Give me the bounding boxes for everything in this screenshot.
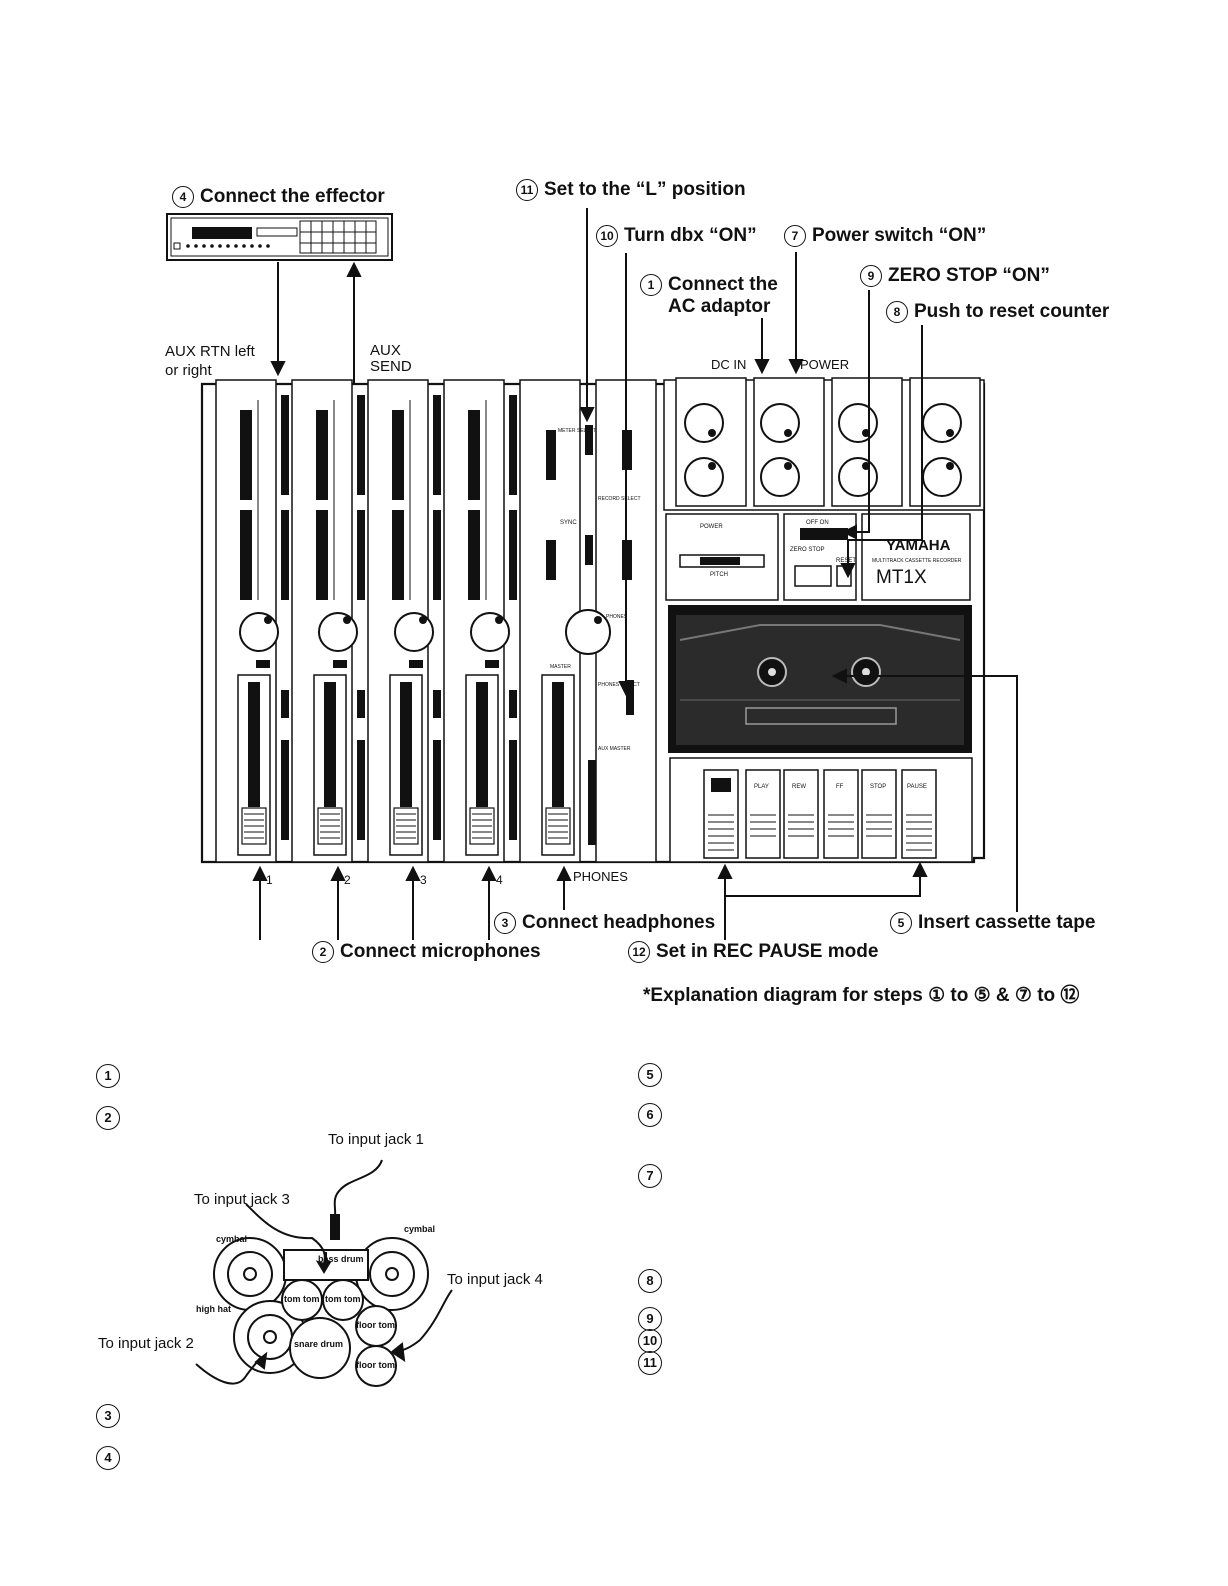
label-aux-rtn-line2: or right: [165, 362, 212, 379]
mt1x-device: [200, 377, 986, 864]
label-to-input-jack-2: To input jack 2: [98, 1335, 194, 1352]
zero-stop-label: ZERO STOP: [790, 547, 825, 553]
meter-select-label: METER SELECT: [558, 428, 596, 434]
step-marker-7: 7: [638, 1164, 668, 1188]
step-marker-4: 4: [96, 1446, 126, 1470]
drum-label-tom-right: tom tom: [325, 1294, 361, 1304]
footnote-explanation: *Explanation diagram for steps ① to ⑤ & …: [643, 985, 1080, 1006]
step-marker-8: 8: [638, 1269, 668, 1293]
drum-label-cymbal-right: cymbal: [404, 1224, 435, 1234]
brand-yamaha: YAMAHA: [886, 537, 951, 554]
step-marker-2: 2: [96, 1106, 126, 1130]
step-marker-9: 9: [638, 1307, 668, 1331]
drum-label-floor-top: floor tom: [356, 1320, 395, 1330]
step-marker-10: 10: [638, 1329, 668, 1353]
label-to-input-jack-4: To input jack 4: [447, 1271, 543, 1288]
model-name: MT1X: [876, 567, 927, 588]
brand-subtitle: MULTITRACK CASSETTE RECORDER: [872, 558, 962, 564]
drum-label-hihat: high hat: [196, 1304, 231, 1314]
leader-lines: [252, 208, 1018, 940]
label-input-4: 4: [496, 873, 503, 887]
drum-label-snare: snare drum: [294, 1339, 343, 1349]
label-power: POWER: [800, 357, 850, 372]
callout-ac-adaptor-line2: AC adaptor: [668, 296, 771, 317]
label-to-input-jack-1: To input jack 1: [328, 1131, 424, 1148]
phones-knob-label: PHONES: [606, 614, 628, 620]
transport-pause: PAUSE: [907, 784, 927, 790]
record-select-label: RECORD SELECT: [598, 496, 641, 502]
label-to-input-jack-3: To input jack 3: [194, 1191, 290, 1208]
sync-label: SYNC: [560, 520, 577, 526]
drum-label-cymbal-left: cymbal: [216, 1234, 247, 1244]
transport-play: PLAY: [754, 784, 769, 790]
step-marker-3: 3: [96, 1404, 126, 1428]
drum-labels: cymbal cymbal bass drum tom tom tom tom …: [196, 1224, 435, 1370]
label-aux-send: AUX: [370, 342, 401, 359]
effector-unit: [166, 213, 393, 261]
drum-kit: [195, 1159, 453, 1387]
transport-stop: STOP: [870, 784, 886, 790]
transport-ff: FF: [836, 784, 844, 790]
transport-rec: REC: [712, 784, 725, 790]
step-marker-1: 1: [96, 1064, 126, 1088]
power-led-label: POWER: [700, 524, 723, 530]
label-dc-in: DC IN: [711, 357, 747, 372]
transport-rew: REW: [792, 784, 806, 790]
step-marker-6: 6: [638, 1103, 668, 1127]
drum-label-bass: bass drum: [318, 1254, 364, 1264]
pitch-label: PITCH: [710, 572, 728, 578]
aux-master-label: AUX MASTER: [598, 746, 631, 752]
label-input-1: 1: [266, 873, 273, 887]
device-printing: YAMAHA MULTITRACK CASSETTE RECORDER MT1X…: [550, 428, 962, 790]
step-marker-11: 11: [638, 1351, 668, 1375]
step-marker-5: 5: [638, 1063, 668, 1087]
off-on-label: OFF ON: [806, 520, 829, 526]
master-label: MASTER: [550, 664, 571, 670]
drum-label-floor-bottom: floor tom: [356, 1360, 395, 1370]
reset-label: RESET: [836, 558, 856, 564]
label-aux-rtn: AUX RTN left: [165, 343, 255, 360]
phones-select-label: PHONES SELECT: [598, 682, 640, 688]
label-phones: PHONES: [573, 869, 628, 884]
label-input-3: 3: [420, 873, 427, 887]
label-aux-send-line2: SEND: [370, 358, 412, 375]
label-input-2: 2: [344, 873, 351, 887]
drum-label-tom-left: tom tom: [284, 1294, 320, 1304]
